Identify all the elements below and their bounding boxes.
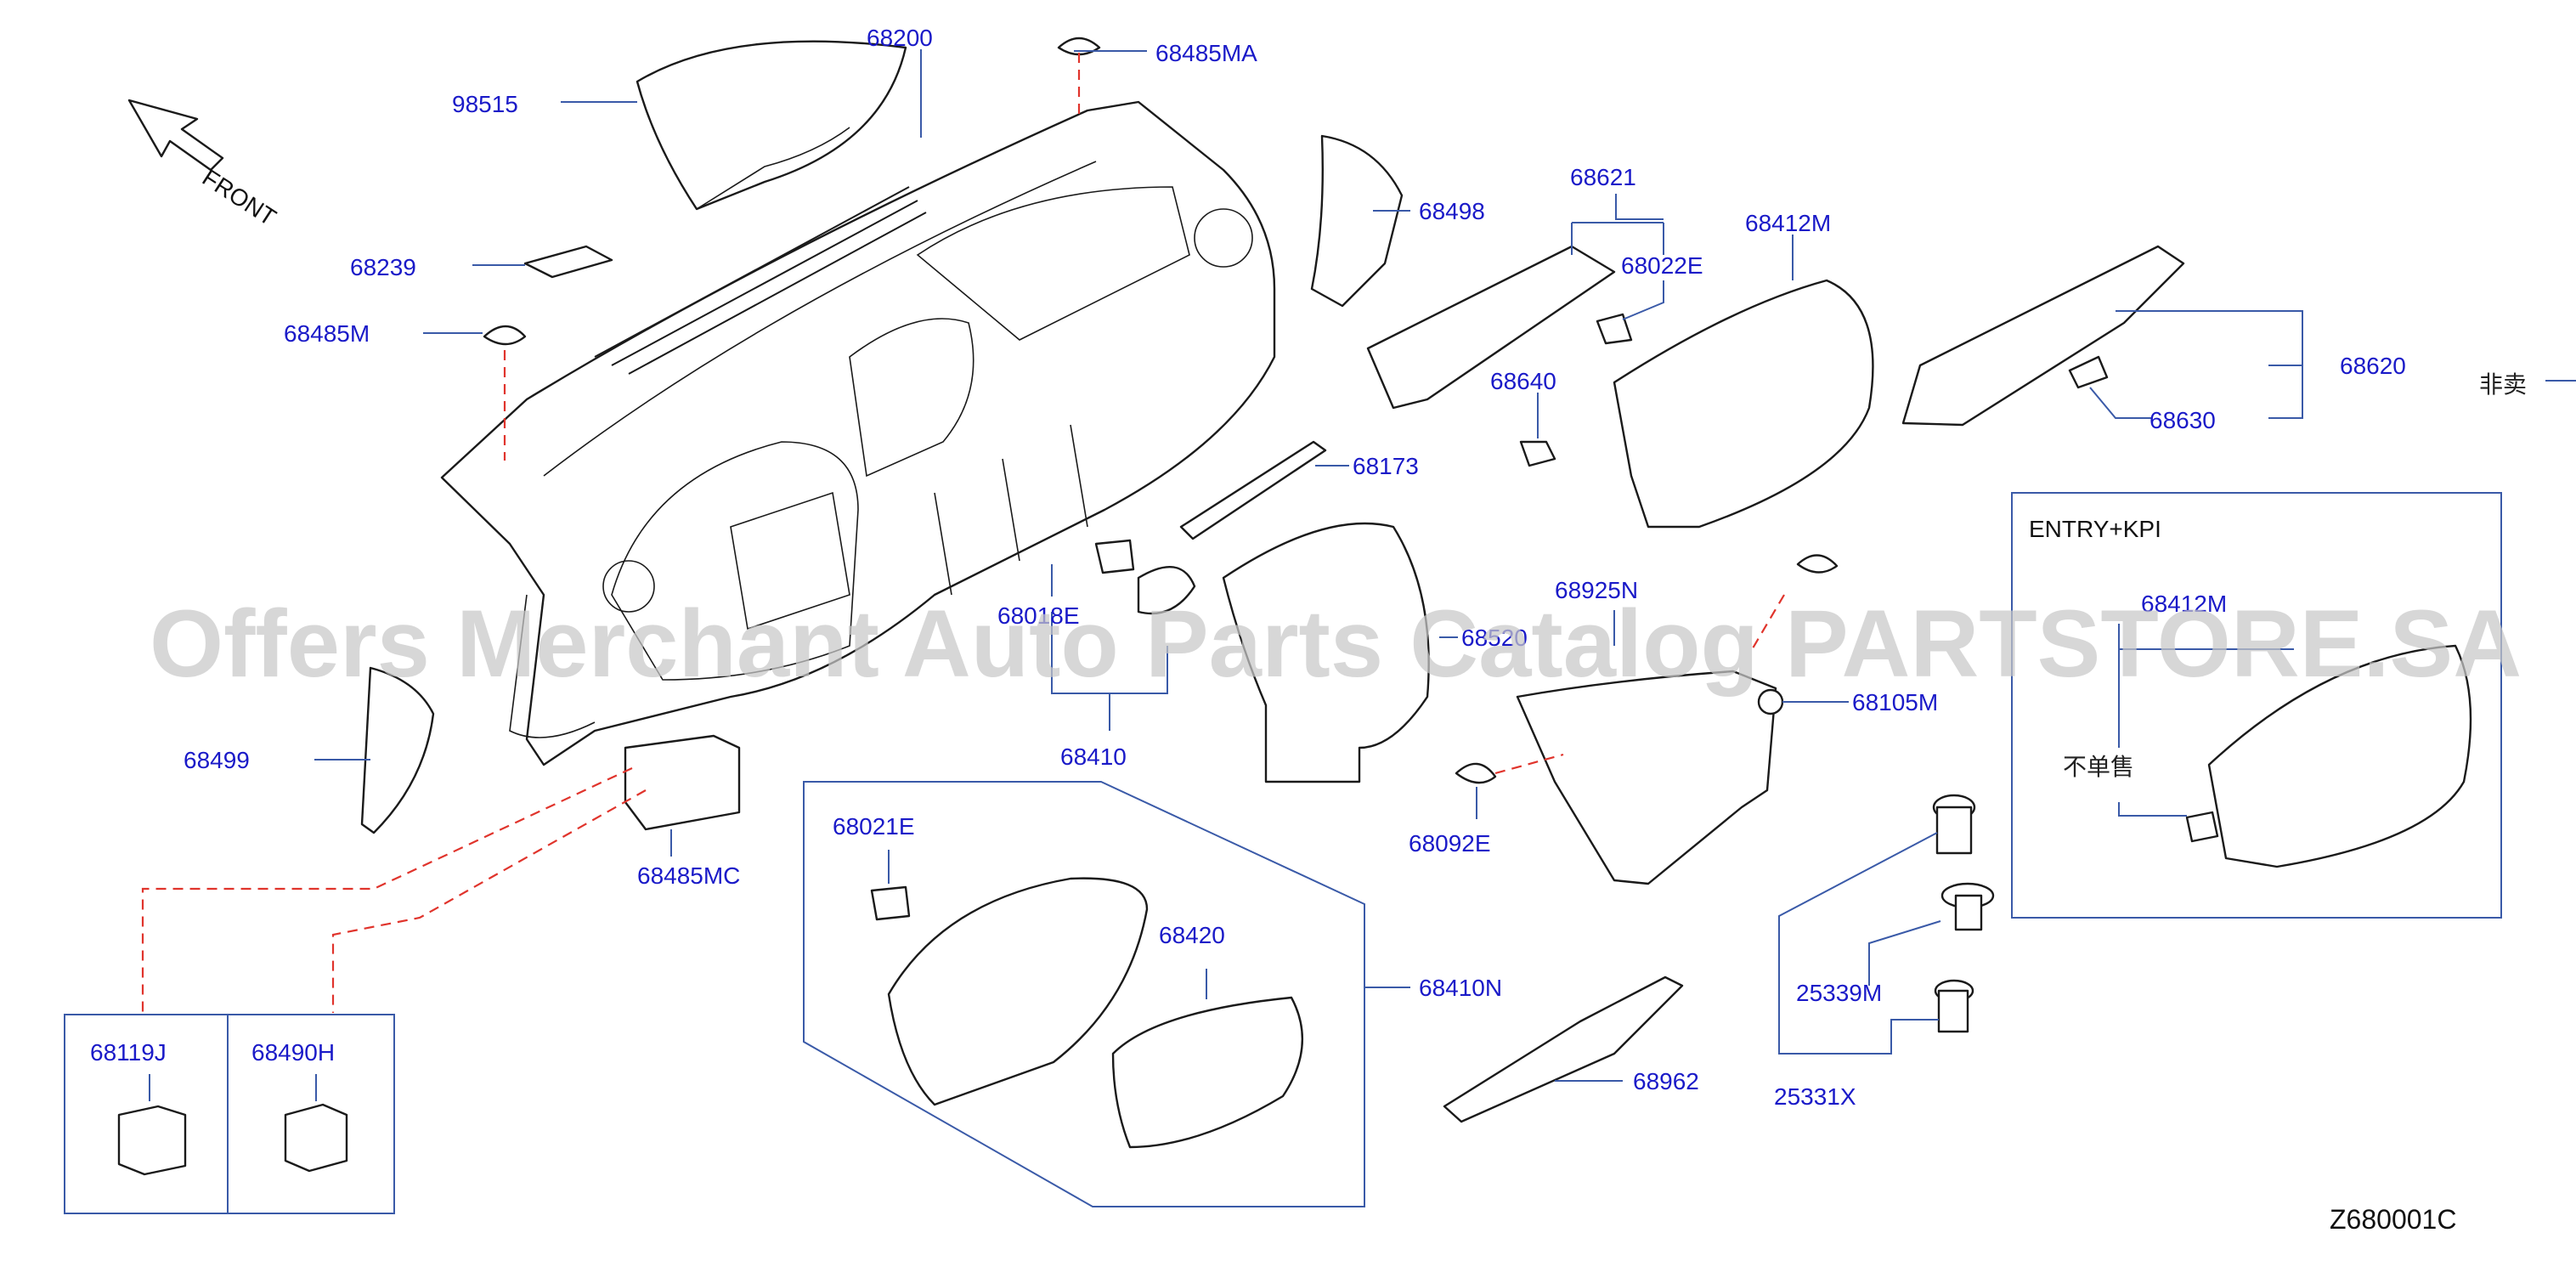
- label-68630: 68630: [2149, 407, 2216, 433]
- diagram-code: Z680001C: [2330, 1204, 2456, 1235]
- part-68630-drawing: [2068, 355, 2109, 389]
- part-68485MA-drawing: [1057, 37, 1101, 56]
- label-68105M: 68105M: [1852, 689, 1938, 715]
- label-68021E: 68021E: [833, 813, 915, 840]
- part-68239-drawing: [523, 245, 613, 279]
- not-sold-label: 非卖: [2479, 370, 2527, 399]
- part-68499-drawing: [360, 666, 435, 834]
- part-68092E-drawing: [1455, 762, 1497, 784]
- label-68485MC: 68485MC: [637, 862, 740, 889]
- label-68520: 68520: [1461, 625, 1528, 651]
- part-68420-drawing: [1111, 996, 1304, 1149]
- part-68173-drawing: [1179, 440, 1327, 540]
- label-25339M: 25339M: [1796, 980, 1882, 1006]
- label-68621: 68621: [1570, 164, 1636, 190]
- part-68620-drawing: [1901, 245, 2185, 427]
- dashed-connectors: [141, 53, 1785, 1013]
- label-68620: 68620: [2340, 353, 2406, 379]
- watermark: Offers Merchant Auto Parts Catalog PARTS…: [150, 591, 2522, 697]
- part-68412M-drawing: [1613, 279, 1874, 529]
- part-68018E-drawing: [1094, 539, 1135, 574]
- label-68640: 68640: [1490, 368, 1556, 394]
- part-68925N-drawing: [1516, 670, 1777, 885]
- part-68962-drawing: [1443, 975, 1684, 1123]
- label-68092E: 68092E: [1409, 830, 1491, 857]
- inset-title: ENTRY+KPI: [2029, 516, 2161, 542]
- label-25331X: 25331X: [1774, 1083, 1856, 1110]
- front-arrow-icon: [127, 99, 224, 172]
- label-68962: 68962: [1633, 1068, 1699, 1094]
- part-68485MC-drawing: [624, 734, 741, 831]
- part-68119J-drawing: [117, 1105, 187, 1176]
- label-68925N: 68925N: [1555, 577, 1638, 603]
- instrument-panel-drawing: [440, 100, 1276, 766]
- part-68520-drawing: [1222, 522, 1430, 783]
- label-68412M: 68412M: [1745, 210, 1831, 236]
- label-68410N: 68410N: [1419, 975, 1502, 1001]
- leader-lines: [149, 49, 2303, 1207]
- entry-kpi-inset-box: [2011, 492, 2502, 919]
- label-68119J: 68119J: [90, 1039, 167, 1066]
- part-25339M-drawing: [1932, 794, 1995, 931]
- part-68410N-drawing: [887, 877, 1149, 1106]
- label-68499: 68499: [184, 747, 250, 773]
- part-68498-drawing: [1310, 134, 1404, 308]
- front-label: FRONT: [198, 164, 281, 231]
- label-68485M: 68485M: [284, 320, 370, 347]
- not-sold-alt-label: 不单售: [2063, 753, 2134, 781]
- label-98515: 98515: [452, 91, 518, 117]
- label-68239: 68239: [350, 254, 416, 280]
- part-68022E-drawing: [1596, 313, 1633, 345]
- part-68485M-drawing: [483, 325, 527, 346]
- label-68498: 68498: [1419, 198, 1485, 224]
- part-68490H-drawing: [284, 1103, 348, 1173]
- part-68410-drawing: [1137, 566, 1196, 615]
- label-68485MA: 68485MA: [1155, 40, 1257, 66]
- part-98515-drawing: [636, 40, 907, 211]
- label-68173: 68173: [1353, 453, 1419, 479]
- label-68410: 68410: [1060, 744, 1127, 770]
- label-68022E: 68022E: [1621, 252, 1703, 279]
- part-68621-drawing: [1366, 245, 1616, 410]
- part-25331X-drawing: [1934, 979, 1974, 1033]
- label-68200: 68200: [867, 25, 933, 51]
- inset-68412M-drawing: [2207, 644, 2472, 868]
- small-parts-box: [64, 1014, 395, 1214]
- label-68018E: 68018E: [997, 602, 1080, 629]
- inset-clip-drawing: [2185, 811, 2219, 843]
- label-68420: 68420: [1159, 922, 1225, 948]
- part-68640-drawing: [1519, 440, 1556, 467]
- part-68021E-drawing: [870, 885, 911, 921]
- label-inset-68412M: 68412M: [2141, 591, 2227, 617]
- label-68490H: 68490H: [251, 1039, 335, 1066]
- part-clip-top-drawing: [1796, 554, 1839, 574]
